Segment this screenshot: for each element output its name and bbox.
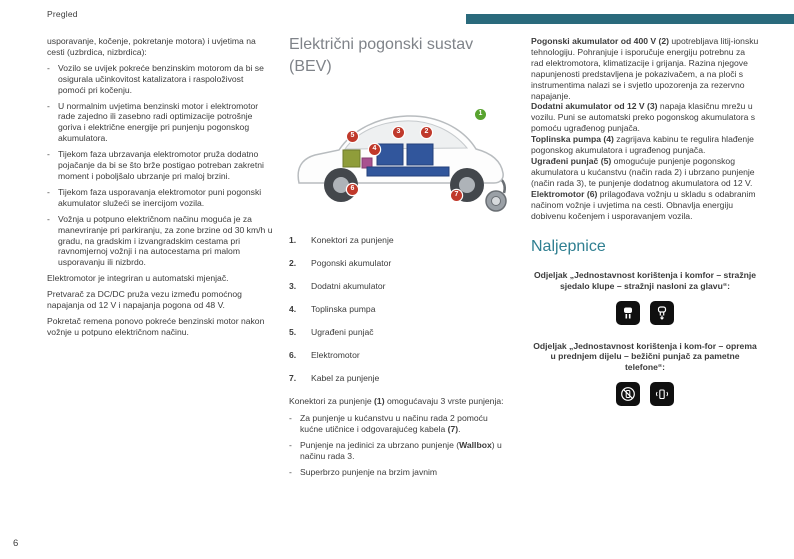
diagram-legend: 1. Konektori za punjenje 2. Pogonski aku… [289,235,513,383]
legend-label: Kabel za punjenje [311,372,380,383]
legend-item: 2. Pogonski akumulator [289,258,513,269]
body-paragraph: Dodatni akumulator od 12 V (3) napaja kl… [531,101,756,134]
sticker-label: Odjeljak „Jednostavnost korištenja i kom… [533,269,757,291]
legend-item: 7. Kabel za punjenje [289,373,513,384]
sticker-icon-row [531,382,759,407]
legend-label: Konektori za punjenje [311,235,394,246]
stickers-heading: Naljepnice [531,238,606,256]
legend-number: 2. [289,258,297,269]
legend-number: 4. [289,303,297,314]
charging-intro: Konektori za punjenje (1) omogućavaju 3 … [289,395,504,406]
diagram-badge-3: 3 [393,127,404,139]
bev-diagram: 1 2 3 4 5 6 7 [289,87,513,227]
legend-number: 5. [289,326,297,337]
legend-number: 7. [289,372,297,383]
body-paragraph: Pretvarač za DC/DC pruža vezu između pom… [47,289,242,311]
legend-label: Dodatni akumulator [311,281,386,291]
legend-item: 4. Toplinska pumpa [289,304,513,315]
page-number: 6 [13,538,19,549]
diagram-badge-7: 7 [451,190,462,202]
legend-number: 1. [289,235,297,246]
body-paragraph: Pogonski akumulator od 400 V (2) upotreb… [531,36,759,101]
legend-number: 3. [289,281,297,291]
wireless-charger-icon [650,382,674,407]
legend-item: 6. Elektromotor [289,350,513,361]
charging-item: Punjenje na jedinici za ubrzano punjenje… [289,440,513,462]
bullet-item: Tijekom faza ubrzavanja elektromotor pru… [47,149,273,182]
legend-label: Ugrađeni punjač [311,326,374,337]
left-column: usporavanje, kočenje, pokretanje motora)… [47,36,273,343]
legend-item: 1. Konektori za punjenje [289,235,513,246]
body-paragraph: Toplinska pumpa (4) zagrijava kabinu te … [531,134,754,156]
body-paragraph: Ugrađeni punjač (5) omogućuje punjenje p… [531,155,755,188]
sticker-icon-row [531,300,759,325]
bullet-item: Tijekom faza usporavanja elektromotor pu… [47,187,273,209]
body-paragraph: Elektromotor je integriran u automatski … [47,273,229,284]
headrest-warning-icon [616,300,640,325]
charging-item: Za punjenje u kućanstvu u načinu rada 2 … [289,413,513,435]
accent-bar [466,14,794,24]
right-column: Pogonski akumulator od 400 V (2) upotreb… [531,36,759,422]
bullet-item: U normalnim uvjetima benzinski motor i e… [47,101,273,145]
body-paragraph: Pokretač remena ponovo pokreće benzinski… [47,315,265,337]
legend-item: 3. Dodatni akumulator [289,281,513,292]
legend-number: 6. [289,349,297,360]
legend-label: Toplinska pumpa [311,303,376,314]
diagram-badge-1: 1 [475,109,486,121]
body-paragraph: Elektromotor (6) prilagođava vožnju u sk… [531,188,756,221]
legend-label: Pogonski akumulator [311,258,392,269]
diagram-badge-5: 5 [347,131,358,143]
sticker-label: Odjeljak „Jednostavnost korištenja i kom… [533,340,757,373]
legend-item: 5. Ugrađeni punjač [289,327,513,338]
charging-item: Superbrzo punjenje na brzim javnim [289,467,513,478]
diagram-badge-4: 4 [369,144,380,156]
car-illustration [297,115,507,212]
middle-column: Električni pogonski sustav (BEV) 1 2 [289,34,513,483]
intro-paragraph: usporavanje, kočenje, pokretanje motora)… [47,36,256,57]
bullet-item: Vozilo se uvijek pokreće benzinskim moto… [47,63,273,96]
diagram-badge-2: 2 [421,127,432,139]
section-title: Električni pogonski sustav (BEV) [289,36,474,75]
phone-prohibition-icon [616,382,640,407]
legend-label: Elektromotor [311,349,360,360]
bullet-item: Vožnja u potpuno električnom načinu mogu… [47,214,273,269]
headrest-adjust-icon [650,300,674,325]
page-header: Pregled [47,9,78,19]
diagram-badge-6: 6 [347,184,358,196]
